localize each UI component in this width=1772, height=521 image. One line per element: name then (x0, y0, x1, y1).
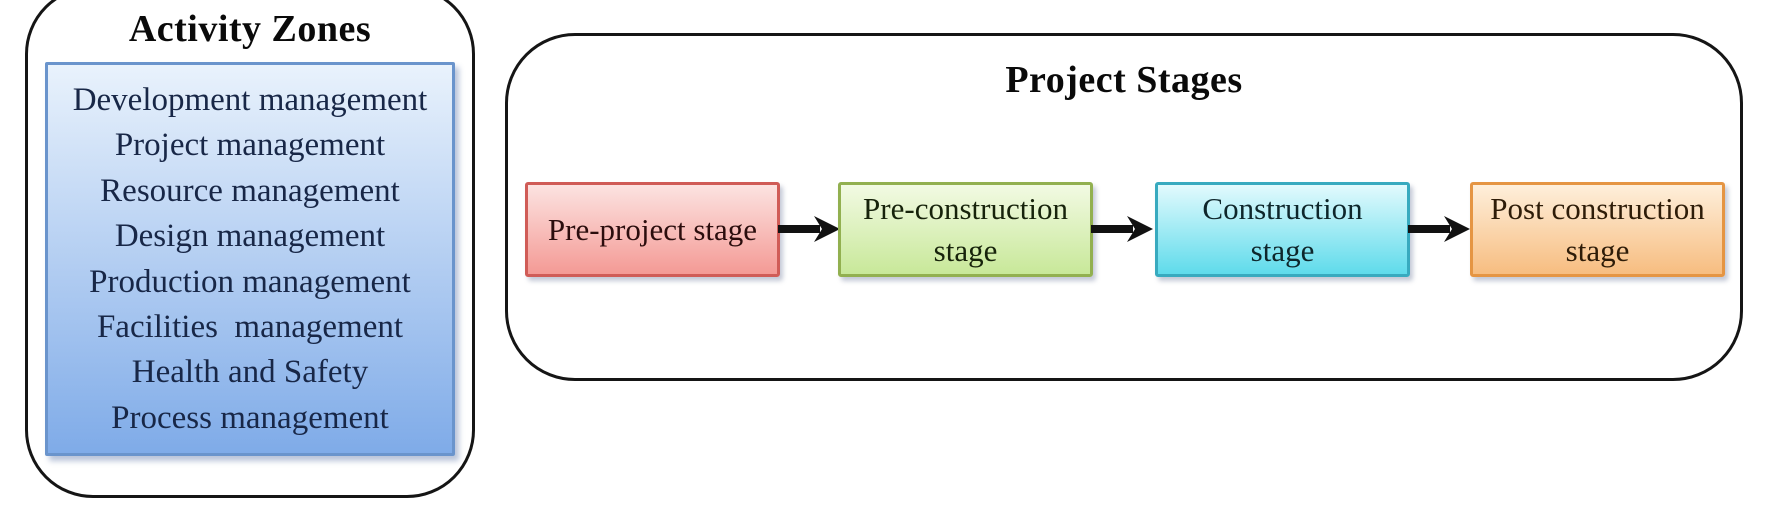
activity-zone-item: Resource management (100, 172, 400, 209)
activity-zone-item: Facilities management (96, 308, 404, 345)
flow-arrow-icon (1091, 214, 1153, 244)
activity-zone-item: Design management (114, 218, 386, 255)
activity-zone-item: Project management (114, 127, 386, 164)
stage-box-label: Pre-project stage (547, 211, 758, 247)
activity-zones-title: Activity Zones (128, 8, 372, 50)
activity-zone-item: Production management (89, 263, 411, 300)
activity-zone-item: Health and Safety (131, 354, 369, 391)
project-stages-panel: Project Stages Pre-project stage Pre-con… (505, 33, 1743, 381)
stage-box-pre-project: Pre-project stage (525, 182, 780, 277)
activity-zone-item: Development management (72, 82, 428, 119)
activity-zones-panel: Activity Zones Development management Pr… (25, 0, 475, 498)
activity-zones-list: Development management Project managemen… (45, 62, 455, 456)
flow-arrow-icon (778, 214, 840, 244)
stage-box-construction: Construction stage (1155, 182, 1410, 277)
stage-box-label: stage (1565, 232, 1630, 268)
flow-arrow-icon (1408, 214, 1470, 244)
stage-box-label: Pre-construction (863, 190, 1068, 226)
stage-box-label: Construction (1202, 190, 1363, 226)
project-stages-title: Project Stages (1005, 59, 1243, 101)
stage-box-pre-construction: Pre-construction stage (838, 182, 1093, 277)
activity-zone-item: Process management (111, 399, 389, 436)
stage-box-post-construction: Post construction stage (1470, 182, 1725, 277)
stage-box-label: Post construction (1490, 190, 1705, 226)
stage-box-label: stage (1250, 232, 1315, 268)
stage-box-label: stage (933, 232, 998, 268)
